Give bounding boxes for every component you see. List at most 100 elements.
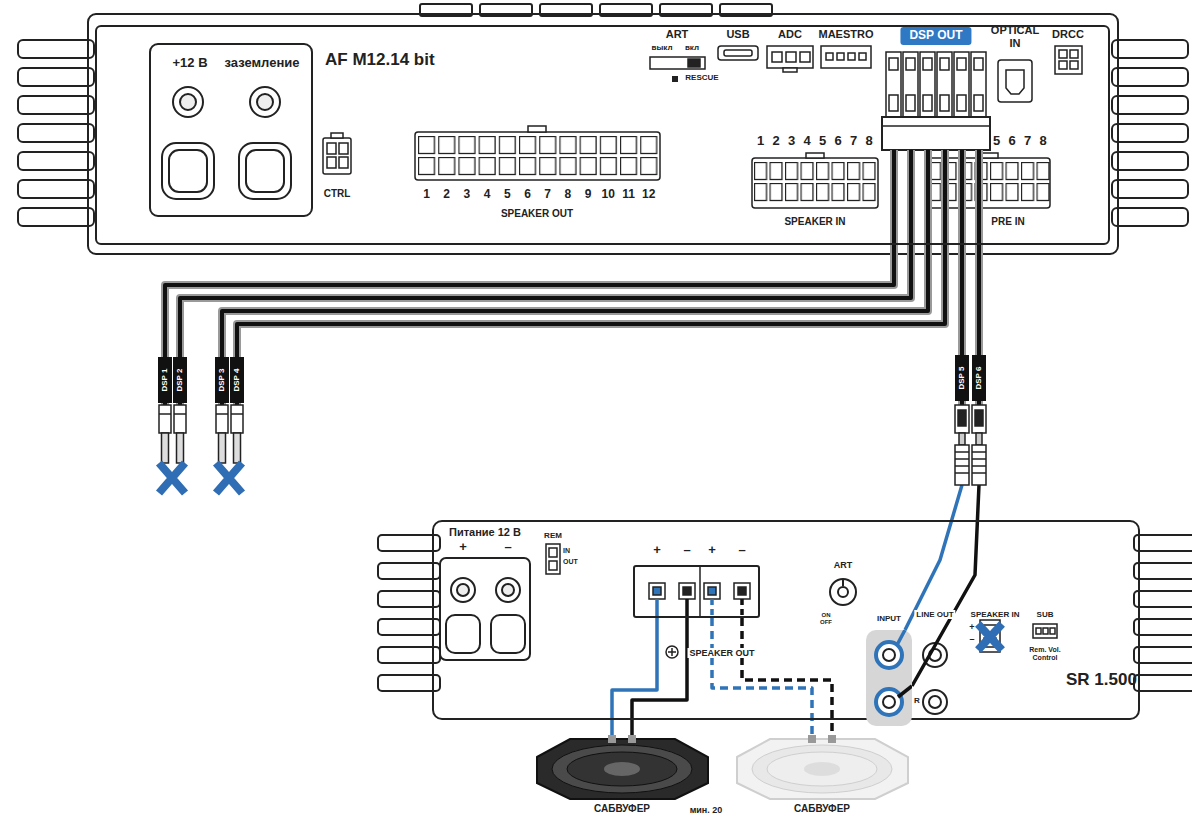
- control-label: OFF: [820, 619, 832, 626]
- pin-number: 2: [772, 134, 779, 149]
- dsp-out-plug: [906, 95, 915, 111]
- connector-label: SPEAKER OUT: [687, 648, 756, 658]
- speaker-terminal-screws: [679, 583, 695, 599]
- speaker-terminal-screws: [649, 567, 750, 616]
- rem-connector: [549, 548, 557, 557]
- speaker-terminal-screws: [738, 587, 746, 595]
- pin-number: 11: [622, 188, 635, 202]
- power-terminal: [162, 143, 214, 199]
- heatsink-fins: [18, 152, 94, 170]
- dsp-out-plug: [882, 52, 990, 150]
- power-terminal: [451, 578, 475, 602]
- pin-number: 10: [602, 188, 615, 202]
- rca-jack-illustration: [883, 696, 895, 708]
- pin-number: 4: [484, 188, 491, 202]
- optical-port: [998, 60, 1032, 102]
- pin-number: 3: [788, 134, 795, 149]
- ctrl-connector: [327, 143, 336, 154]
- speaker-terminal-screws: [708, 587, 716, 595]
- ctrl-connector: [327, 157, 336, 168]
- art-switch: [688, 59, 700, 67]
- dsp-out-plug: [957, 58, 966, 70]
- pin-number: 5: [993, 134, 1000, 149]
- polarity-sign: –: [504, 540, 511, 555]
- dsp-out-plug: [957, 95, 966, 111]
- rca-plug: [955, 458, 969, 460]
- control-label: ART: [834, 560, 853, 570]
- rca-plug: [976, 433, 982, 445]
- dsp-out-plug: [882, 117, 990, 150]
- rca-cable: [237, 150, 945, 410]
- usb-port: [724, 50, 752, 56]
- heatsink-fins: [18, 68, 94, 86]
- drcc-connector: [1059, 61, 1067, 69]
- rca-cable: [165, 150, 894, 410]
- subwoofer-illustration: [604, 762, 640, 776]
- heatsink-fins: [1112, 68, 1188, 86]
- subwoofer-illustration: [567, 752, 677, 786]
- power-terminal: [502, 584, 514, 596]
- cable-connector: [905, 150, 962, 630]
- drcc-connector: [1055, 46, 1082, 74]
- dsp-out-plug: [971, 52, 986, 117]
- heatsink-fins: [1112, 96, 1188, 114]
- drcc-connector: [1059, 50, 1067, 58]
- speaker-wire-stub: [685, 599, 689, 618]
- adc-connector: [772, 52, 782, 62]
- art-knob: [830, 579, 856, 605]
- channel-label: R: [914, 696, 920, 705]
- pin-number: 6: [1008, 134, 1015, 149]
- speaker-out-connector: [528, 126, 546, 132]
- subwoofer-illustration: [808, 735, 816, 743]
- cable-connector: [912, 150, 979, 686]
- cable-connector: [612, 618, 687, 735]
- subwoofer-illustration: [752, 745, 892, 793]
- speaker-terminal-screws: [704, 583, 720, 599]
- subwoofer-label: САБВУФЕР: [794, 803, 850, 815]
- connector-label: SPEAKER IN: [784, 216, 845, 228]
- control-label: ON: [822, 612, 831, 619]
- rca-plug: [174, 405, 186, 433]
- subwoofer-illustration: [737, 739, 908, 799]
- dsp-out-plug: [889, 58, 898, 70]
- power-terminal: [440, 558, 530, 660]
- rca-jack-illustration: [866, 630, 912, 726]
- speaker-terminal-screws: [734, 583, 750, 599]
- art-knob: [842, 579, 844, 586]
- heatsink-fins: [378, 647, 440, 663]
- subwoofer-illustration: [552, 745, 692, 793]
- rca-plug: [159, 413, 171, 415]
- speaker-wire-stub: [740, 599, 744, 618]
- rca-cable: [237, 150, 945, 410]
- power-terminal: [180, 94, 196, 110]
- pin-number: 8: [565, 188, 572, 202]
- polarity-sign: +: [708, 543, 716, 558]
- adc-connector: [800, 52, 810, 62]
- pin-number: 1: [757, 134, 764, 149]
- ctrl-connector: [339, 157, 348, 168]
- art-knob: [838, 587, 848, 597]
- rca-input-panel: INPUT: [866, 630, 912, 726]
- wire: [712, 618, 812, 735]
- port-label: ADC: [778, 28, 802, 41]
- pin-number: 6: [524, 188, 531, 202]
- speaker-wire-stub: [657, 599, 742, 618]
- subwoofer-illustration: [608, 735, 616, 743]
- speaker-out-connector: [415, 126, 660, 180]
- wire: [742, 618, 832, 735]
- connector-label: LINE OUT: [914, 610, 955, 619]
- model-name: SR 1.500: [1066, 670, 1137, 690]
- port-label: MAESTRO: [819, 28, 874, 41]
- rca-plug: [955, 405, 969, 433]
- dsp-out-plug: [882, 125, 990, 127]
- impedance-note: мин. 20: [690, 805, 723, 815]
- rca-plug: [162, 433, 169, 463]
- heatsink-fins: [18, 96, 94, 114]
- heatsink-fins: [18, 180, 94, 198]
- heatsink-fins: [1112, 180, 1188, 198]
- pin-number: 7: [850, 134, 857, 149]
- switch-label: RESCUE: [685, 73, 718, 82]
- rca-jack-illustration: [883, 649, 895, 661]
- not-connected-mark: [216, 463, 242, 493]
